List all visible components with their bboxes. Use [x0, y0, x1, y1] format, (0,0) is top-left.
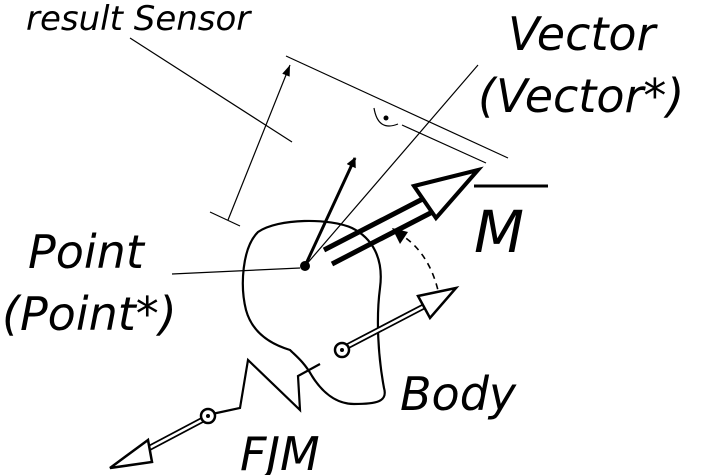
spring-icon	[211, 357, 321, 416]
sensor-dimension-arrow	[227, 64, 291, 221]
sensor-frame-top	[285, 55, 509, 159]
vector-direction-line	[304, 64, 479, 267]
moment-arrow	[322, 166, 484, 267]
vector-arrow	[303, 157, 357, 267]
point-leader-line	[171, 267, 301, 275]
ground-force-arrow	[109, 415, 208, 470]
fjm-label: FJM	[240, 427, 320, 475]
rotation-arrowhead	[392, 228, 408, 244]
body-label: Body	[400, 367, 517, 421]
point-star-label: (Point*)	[2, 287, 177, 341]
point-base-line	[209, 211, 241, 227]
body-joint-icon	[333, 341, 351, 359]
body-force-arrow	[346, 286, 460, 349]
result-sensor-label: result Sensor	[26, 0, 252, 39]
vector-star-label: (Vector*)	[478, 69, 684, 123]
right-angle-mark	[373, 107, 399, 127]
ground-joint-icon	[199, 407, 217, 425]
sensor-leader-line	[129, 37, 293, 143]
right-angle-dot	[383, 115, 389, 121]
rotation-arrow	[399, 233, 441, 301]
point-label: Point	[28, 225, 146, 279]
moment-label: M	[474, 198, 524, 266]
sensor-frame-right	[401, 124, 487, 164]
vector-label: Vector	[508, 7, 659, 61]
